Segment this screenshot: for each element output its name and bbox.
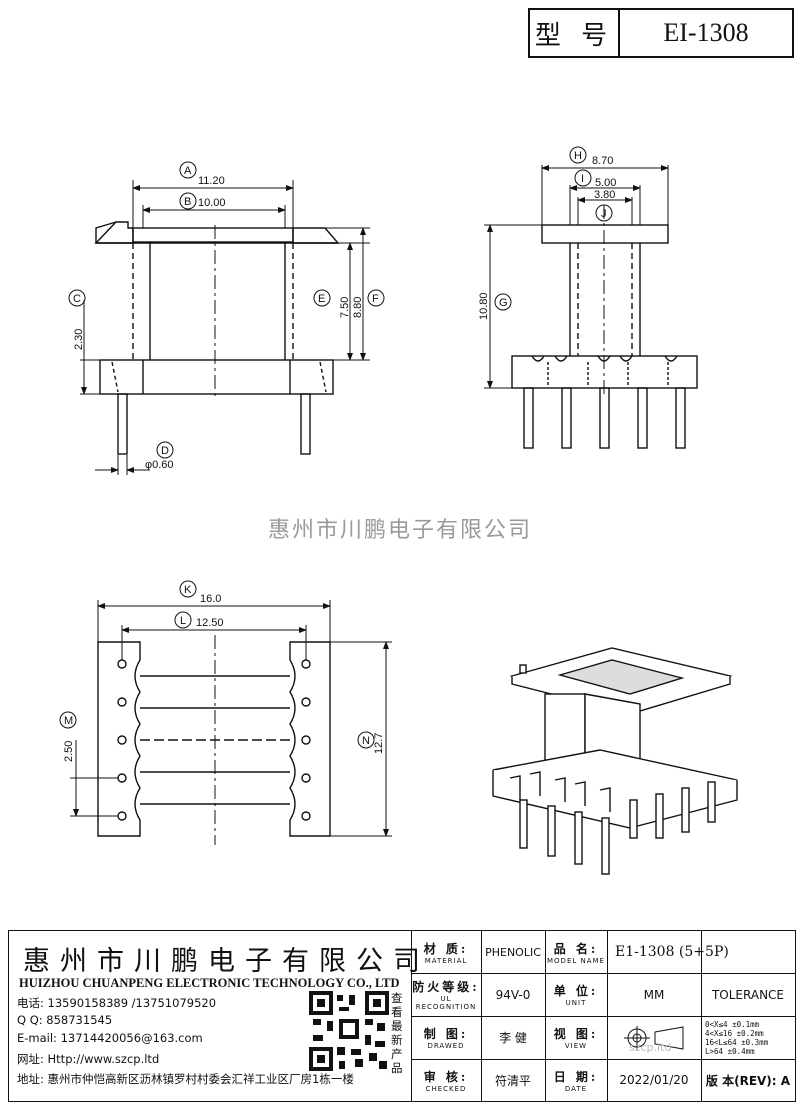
spec-grid: 材 质:MATERIAL PHENOLIC 品 名:MODEL NAME E1-… (411, 931, 795, 1101)
checked-label-en: CHECKED (425, 1084, 467, 1093)
tolerance-line-3: 16<L≤64 ±0.3mm (705, 1037, 769, 1047)
dim-G-value: 10.80 (478, 292, 490, 320)
dim-A-value: 11.20 (198, 175, 225, 187)
material-label: 材 质: (423, 941, 469, 956)
material-label-en: MATERIAL (424, 956, 468, 965)
dim-G-letter: G (499, 297, 508, 309)
dim-I-letter: I (581, 173, 584, 185)
title-block: 惠州市川鹏电子有限公司 HUIZHOU CHUANPENG ELECTRONIC… (8, 930, 796, 1102)
dim-N-value: 12.7 (373, 733, 385, 754)
dim-B-value: 10.00 (198, 197, 226, 209)
address: 地址: 惠州市仲恺高新区沥林镇罗村村委会汇祥工业区厂房1栋一楼 (17, 1072, 354, 1086)
side-view (511, 205, 698, 449)
date-label-en: DATE (564, 1084, 588, 1093)
model-label: 品 名: (553, 941, 599, 956)
technical-drawing: A 11.20 B 10.00 C 2.30 D φ0.60 E 7.50 F … (59, 146, 738, 875)
dim-L-value: 12.50 (196, 617, 224, 629)
model-label-en: MODEL NAME (547, 956, 605, 965)
dim-J-value: 3.80 (594, 189, 615, 201)
dim-N-letter: N (362, 735, 370, 747)
unit-label: 单 位: (553, 984, 599, 998)
dim-A-letter: A (184, 165, 192, 177)
fire-value: 94V-0 (495, 987, 531, 1002)
front-view (94, 221, 340, 455)
unit-value: MM (643, 987, 665, 1002)
dim-K-letter: K (184, 584, 192, 596)
company-name-cn: 惠州市川鹏电子有限公司 (23, 946, 430, 977)
model-value: E1-1308 (5+5P) (615, 944, 729, 960)
fire-label: 防火等级: (412, 980, 480, 994)
model-number: EI-1308 (663, 18, 749, 47)
phone: 电话: 13590158389 /13751079520 (17, 996, 217, 1010)
dim-B-letter: B (184, 196, 191, 208)
drawn-value: 李 健 (499, 1031, 527, 1045)
drawn-label-en: DRAWED (427, 1042, 465, 1050)
checked-label: 审 核: (423, 1069, 469, 1084)
dim-J-letter: J (601, 208, 607, 220)
date-label: 日 期: (553, 1069, 599, 1084)
view-label-en: VIEW (564, 1042, 588, 1050)
title-box: 型 号 EI-1308 (528, 8, 794, 58)
dim-C-value: 2.30 (73, 329, 85, 350)
dim-F-value: 8.80 (352, 297, 364, 318)
type-label: 型 号 (530, 10, 620, 56)
email: E-mail: 13714420056@163.com (17, 1031, 203, 1045)
revision: 版 本(REV): A (705, 1073, 791, 1088)
projection-symbol-icon (607, 1016, 701, 1059)
dim-C-letter: C (73, 293, 81, 305)
tolerance-line-2: 4<X≤16 ±0.2mm (705, 1028, 764, 1038)
bottom-view (97, 635, 331, 845)
dim-E-letter: E (318, 293, 325, 305)
dim-M-letter: M (64, 715, 73, 727)
website: 网址: Http://www.szcp.ltd (17, 1052, 160, 1066)
drawn-label: 制 图: (423, 1027, 469, 1041)
dim-I-value: 5.00 (595, 177, 616, 189)
dim-M-value: 2.50 (63, 741, 75, 762)
site-watermark: szcp.ltd (629, 1041, 672, 1054)
dim-D-value: φ0.60 (145, 459, 174, 471)
dim-D-letter: D (161, 445, 169, 457)
qq: Q Q: 858731545 (17, 1013, 113, 1027)
qr-note: 查看最新产品 (391, 991, 403, 1075)
fire-label-en: UL RECOGNITION (415, 995, 477, 1011)
tolerance-line-4: L>64 ±0.4mm (705, 1046, 755, 1056)
dim-K-value: 16.0 (200, 593, 221, 605)
tolerance-label: TOLERANCE (711, 987, 785, 1002)
dim-H-value: 8.70 (592, 155, 613, 167)
view-label: 视 图: (553, 1027, 599, 1041)
qr-code-icon (309, 991, 389, 1071)
tolerance-line-1: 0<X≤4 ±0.1mm (705, 1019, 760, 1029)
company-name-en: HUIZHOU CHUANPENG ELECTRONIC TECHNOLOGY … (19, 976, 400, 990)
checked-value: 符清平 (494, 1073, 531, 1088)
isometric-view (492, 647, 738, 875)
dim-E-value: 7.50 (339, 297, 351, 318)
material-value: PHENOLIC (485, 945, 541, 959)
unit-label-en: UNIT (565, 999, 587, 1007)
date-value: 2022/01/20 (619, 1073, 689, 1087)
dim-H-letter: H (574, 150, 582, 162)
dim-F-letter: F (372, 293, 379, 305)
dim-L-letter: L (180, 615, 186, 627)
watermark: 惠州市川鹏电子有限公司 (267, 518, 532, 543)
